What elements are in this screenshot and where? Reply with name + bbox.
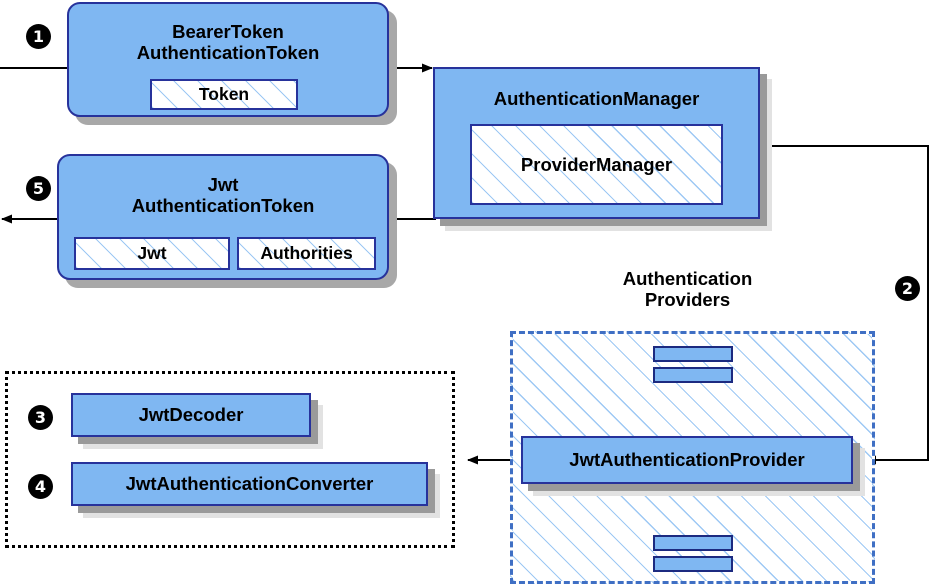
provider-manager-label: ProviderManager <box>520 153 673 175</box>
jwt-token-inner-jwt-box[interactable]: Jwt <box>74 237 230 270</box>
jwt-token-inner-authorities-label: Authorities <box>260 243 353 263</box>
step-bullet-2: 2 <box>895 276 920 301</box>
provider-stack-bar-bottom-2 <box>653 556 733 572</box>
jwt-token-title-line2: AuthenticationToken <box>131 195 315 216</box>
jwt-token-inner-authorities-box[interactable]: Authorities <box>237 237 376 270</box>
jwt-authentication-converter-node[interactable]: JwtAuthenticationConverter <box>71 462 428 506</box>
step-bullet-3: 3 <box>28 405 53 430</box>
provider-stack-bar-top-2 <box>653 367 733 383</box>
jwt-collaborators-container <box>5 371 455 548</box>
provider-stack-bar-bottom-1 <box>653 535 733 551</box>
step-bullet-5: 5 <box>26 176 51 201</box>
bearer-token-title-line1: BearerToken <box>172 20 284 42</box>
providers-caption-line1: Authentication <box>622 268 753 289</box>
bearer-token-inner-label: Token <box>198 84 250 104</box>
authentication-manager-title: AuthenticationManager <box>493 88 700 109</box>
jwt-token-title-line1: Jwt <box>207 174 239 196</box>
step-bullet-1: 1 <box>26 24 51 49</box>
jwt-authentication-converter-label: JwtAuthenticationConverter <box>125 472 374 494</box>
jwt-decoder-label: JwtDecoder <box>138 403 244 425</box>
jwt-decoder-node[interactable]: JwtDecoder <box>71 393 311 437</box>
provider-stack-bar-top-1 <box>653 346 733 362</box>
providers-caption-line2: Providers <box>644 289 731 311</box>
jwt-token-inner-jwt-label: Jwt <box>137 243 167 263</box>
step-bullet-4: 4 <box>28 474 53 499</box>
provider-manager-inner-box[interactable]: ProviderManager <box>470 124 723 205</box>
jwt-authentication-provider-node[interactable]: JwtAuthenticationProvider <box>521 436 853 484</box>
authentication-providers-caption: Authentication Providers <box>570 268 805 311</box>
bearer-token-title-line2: AuthenticationToken <box>136 41 320 63</box>
bearer-token-inner-token-box[interactable]: Token <box>150 79 298 110</box>
jwt-authentication-provider-label: JwtAuthenticationProvider <box>569 448 805 470</box>
